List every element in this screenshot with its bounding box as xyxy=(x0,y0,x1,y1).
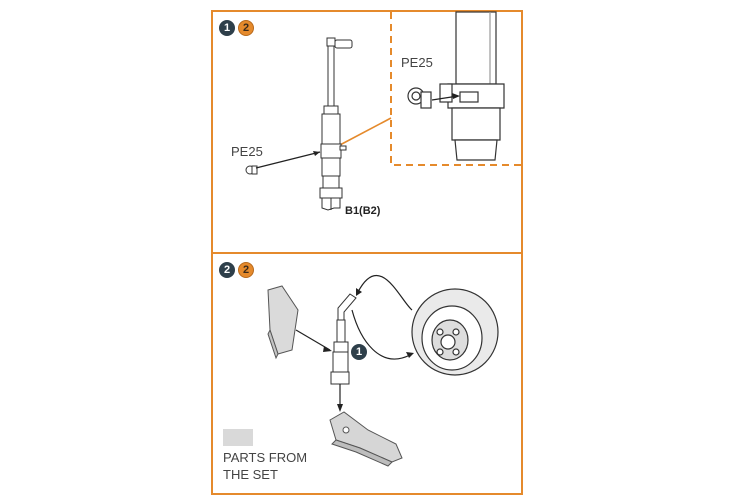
pe25-part xyxy=(245,165,258,175)
step-1-alt-badge: 2 xyxy=(238,20,254,36)
legend-text: PARTS FROM THE SET xyxy=(223,449,307,483)
step-2-alt-badge: 2 xyxy=(238,262,254,278)
gear-leg-part xyxy=(329,411,403,467)
wheel-part xyxy=(411,288,499,376)
step-2-panel xyxy=(211,252,523,495)
gear-door-part xyxy=(267,285,299,360)
pe25-detail-label: PE25 xyxy=(401,55,433,70)
pe25-arrow xyxy=(255,151,321,169)
assembly-label: B1(B2) xyxy=(345,205,381,217)
legend-line-2: THE SET xyxy=(223,467,278,482)
strut-b1 xyxy=(319,37,353,211)
set-parts-swatch xyxy=(223,429,253,446)
sub-step-ref-badge: 1 xyxy=(351,344,367,360)
wheel-arrow-top xyxy=(357,274,413,311)
legend-line-1: PARTS FROM xyxy=(223,450,308,465)
strut-step2 xyxy=(330,293,357,385)
detail-frame-dashed xyxy=(390,12,521,166)
step-1-badge: 1 xyxy=(219,20,235,36)
detail-leader-line xyxy=(337,117,392,147)
pe25-detail-part xyxy=(407,87,432,109)
strut-detail xyxy=(439,11,505,161)
step-2-badge: 2 xyxy=(219,262,235,278)
pe25-label: PE25 xyxy=(231,144,263,159)
wheel-arrow-bottom xyxy=(351,309,411,360)
